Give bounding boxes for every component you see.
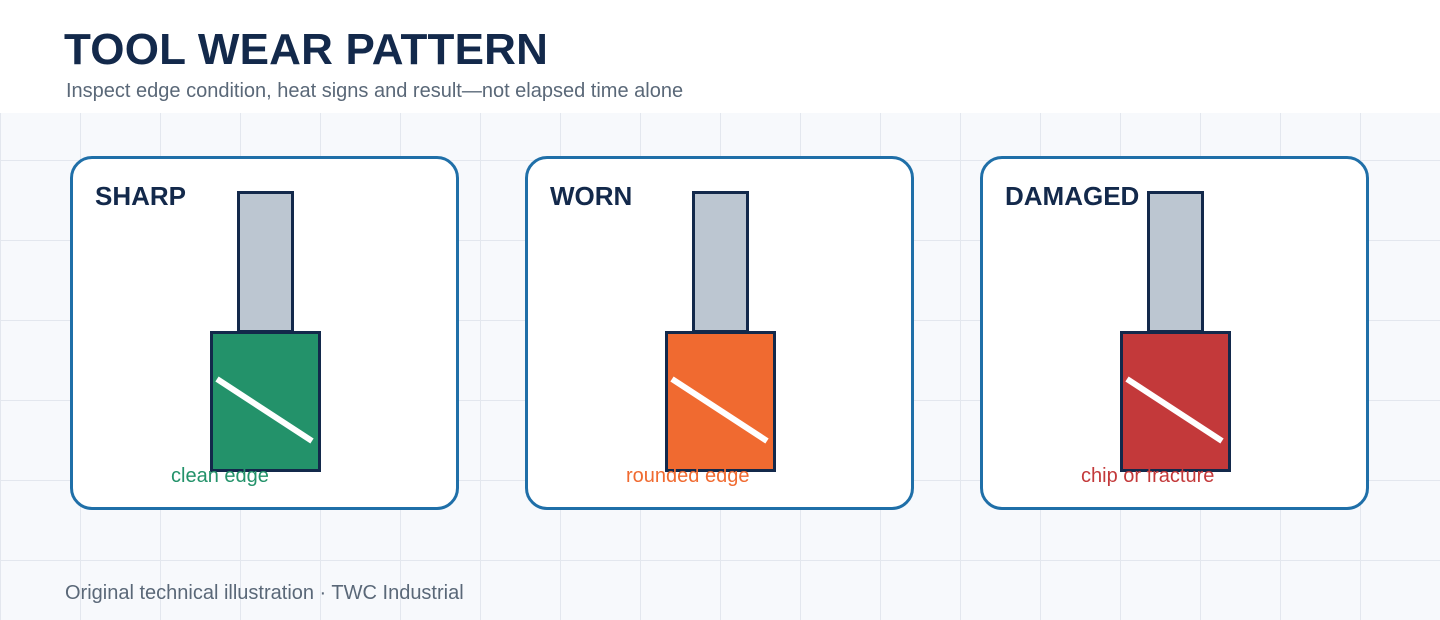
card-caption: clean edge xyxy=(171,465,269,487)
card-title: SHARP xyxy=(95,181,187,211)
tool-insert xyxy=(210,331,321,472)
card-caption: chip or fracture xyxy=(1081,465,1215,487)
cutting-edge-line xyxy=(215,376,314,444)
wear-card-worn: WORN rounded edge xyxy=(525,156,914,510)
card-title: DAMAGED xyxy=(1005,181,1140,211)
page-title: TOOL WEAR PATTERN xyxy=(64,25,549,74)
card-title: WORN xyxy=(550,181,633,211)
cutting-edge-line xyxy=(1125,376,1224,444)
wear-card-damaged: DAMAGED chip or fracture xyxy=(980,156,1369,510)
footer-credit: Original technical illustration · TWC In… xyxy=(65,582,464,604)
header: TOOL WEAR PATTERN Inspect edge condition… xyxy=(0,0,1440,113)
page-subtitle: Inspect edge condition, heat signs and r… xyxy=(66,80,684,102)
tool-shank xyxy=(1147,191,1204,333)
tool-insert xyxy=(1120,331,1231,472)
wear-card-sharp: SHARP clean edge xyxy=(70,156,459,510)
tool-shank xyxy=(692,191,749,333)
card-caption: rounded edge xyxy=(626,465,750,487)
cutting-edge-line xyxy=(670,376,769,444)
tool-shank xyxy=(237,191,294,333)
tool-insert xyxy=(665,331,776,472)
